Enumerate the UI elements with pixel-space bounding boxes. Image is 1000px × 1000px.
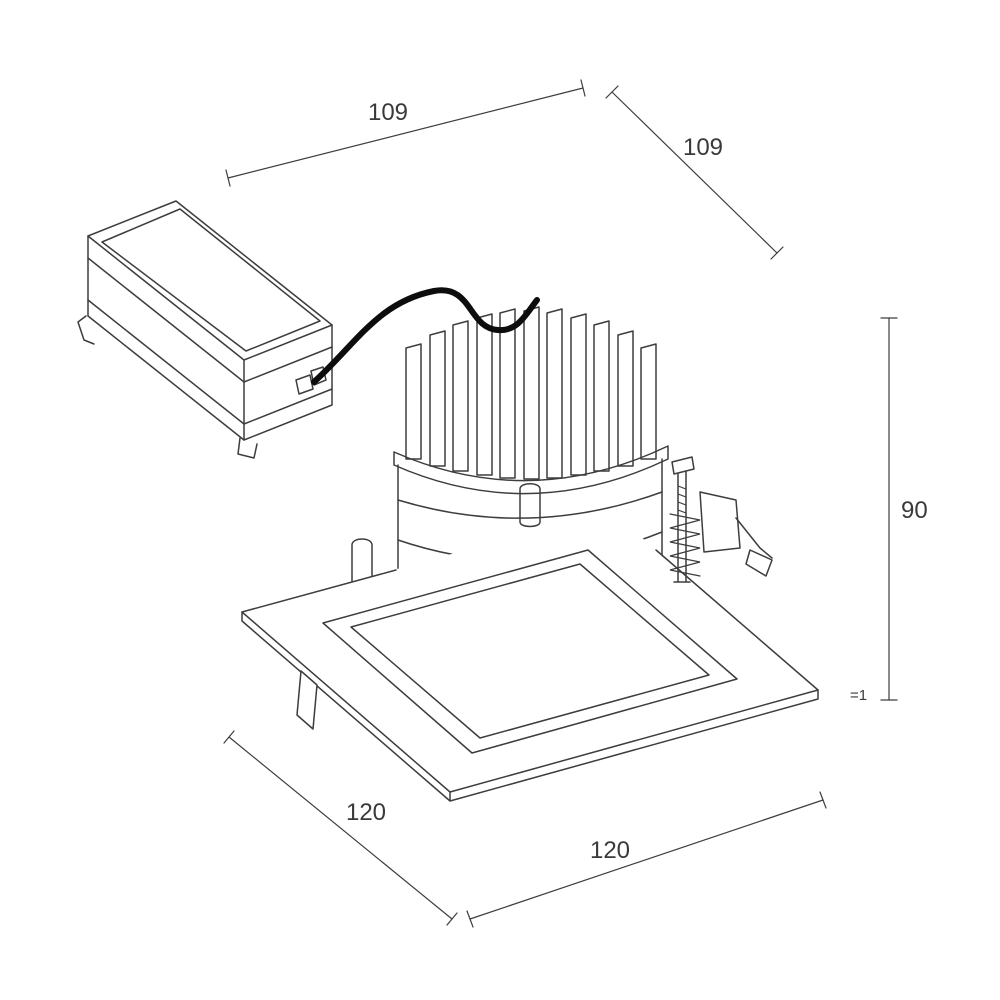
power-cable	[311, 287, 540, 385]
dim-label-trim-edge: =1	[850, 687, 867, 704]
dimension-line	[228, 736, 453, 920]
dimension-line	[469, 799, 824, 920]
heatsink-base-disc	[393, 445, 669, 495]
heatsink-fin	[523, 306, 540, 480]
dimension-tick	[225, 79, 586, 187]
dimension-top-depth: 109	[605, 85, 784, 260]
dimension-tick	[223, 730, 458, 926]
heatsink-fin	[452, 320, 469, 472]
heatsink-fin	[499, 308, 516, 479]
clip-rod-threads	[677, 485, 687, 514]
dimension-top-width: 109	[225, 79, 586, 187]
dim-label-bottom-depth: 120	[590, 837, 630, 864]
heatsink-fin	[570, 313, 587, 476]
heatsink-fin	[593, 320, 610, 472]
aperture-outer-ring	[322, 549, 738, 754]
heatsink	[393, 306, 669, 495]
dimension-line	[227, 87, 584, 179]
screw-post-front	[519, 483, 541, 528]
dimensions: 109 109 90 =1 120	[223, 79, 928, 928]
driver-box	[77, 200, 333, 459]
trim-thickness-edges	[241, 611, 819, 802]
driver-box-seam-bottom	[87, 299, 333, 425]
driver-box-seam-top	[87, 257, 333, 383]
heatsink-fin	[640, 343, 657, 460]
spring-clip	[669, 456, 773, 583]
driver-box-top-edges	[87, 235, 333, 441]
driver-box-foot-bottom	[237, 437, 258, 459]
dimension-tick	[880, 317, 898, 701]
heatsink-fin	[476, 313, 493, 476]
driver-box-foot-left	[77, 315, 95, 345]
clip-foot	[745, 549, 773, 577]
driver-box-lid-inset	[101, 208, 321, 352]
clip-spring-coil	[669, 513, 701, 577]
dim-label-height: 90	[901, 497, 928, 524]
aperture-inner-ring	[350, 563, 710, 739]
heatsink-fin	[617, 330, 634, 467]
dimension-height: 90	[880, 317, 928, 701]
dim-label-top-depth: 109	[683, 134, 723, 161]
clip-bracket	[699, 491, 741, 553]
artwork: 109 109 90 =1 120	[77, 79, 928, 928]
heatsink-fin	[429, 330, 446, 467]
dimension-tick	[605, 85, 784, 260]
trim-panel	[241, 510, 819, 802]
dimension-bottom-depth: 120	[466, 791, 827, 928]
dimension-bottom-width: 120	[223, 730, 458, 926]
clip-arm	[735, 517, 773, 559]
heatsink-fin	[405, 343, 422, 460]
dimension-trim-edge: =1	[850, 687, 867, 704]
clip-rod-head	[671, 456, 695, 475]
dim-label-bottom-width: 120	[346, 799, 386, 826]
trim-face-fill	[242, 510, 818, 792]
dimension-tick	[466, 791, 827, 928]
lamp-body-seam	[397, 491, 663, 519]
heatsink-fin	[546, 308, 563, 479]
dim-label-top-width: 109	[368, 99, 408, 126]
mounting-tab	[296, 670, 318, 730]
dimension-line	[611, 91, 778, 254]
